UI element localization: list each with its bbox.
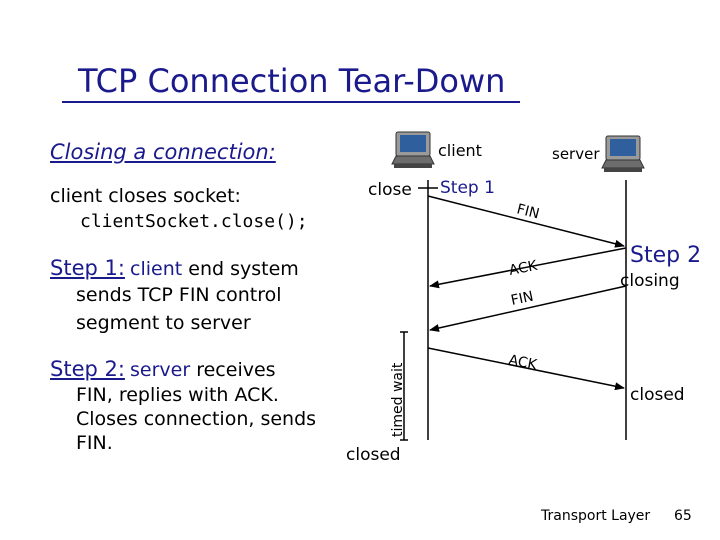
intro-line-1: client closes socket: (50, 185, 241, 207)
step2-line-1: Step 2: server receives (50, 357, 276, 381)
step2-line-1-rest: receives (190, 359, 276, 381)
footer-text: Transport Layer (541, 508, 651, 524)
message-label-3: FIN (510, 289, 535, 309)
client-label: client (438, 141, 482, 160)
page-number: 65 (674, 508, 692, 524)
slide-title: TCP Connection Tear-Down (78, 62, 506, 100)
step1-line-1: Step 1: client end system (50, 256, 299, 280)
title-underline (62, 101, 520, 103)
message-label-4: ACK (507, 352, 539, 373)
subheading: Closing a connection: (50, 140, 276, 164)
step1-line-2: sends TCP FIN control (76, 284, 282, 306)
step2-line-3: Closes connection, sends (76, 408, 317, 430)
server-computer-icon (601, 135, 645, 172)
client-closed-label: closed (346, 445, 401, 465)
step1-tag: Step 1 (440, 178, 495, 198)
client-computer-icon (391, 131, 435, 168)
step2-line-4: FIN. (76, 432, 113, 454)
server-label: server (552, 145, 600, 163)
step2-line-2: FIN, replies with ACK. (76, 384, 279, 406)
intro-code-line: clientSocket.close(); (80, 211, 308, 232)
step2-label: Step 2: (50, 357, 125, 381)
message-label-2: ACK (508, 258, 540, 279)
step1-line-1-rest: end system (182, 258, 299, 280)
close-label: close (368, 180, 412, 200)
step1-label: Step 1: (50, 256, 125, 280)
timed-wait-label: timed wait (390, 362, 406, 437)
ack-arrow-1 (429, 247, 627, 289)
step1-actor: client (130, 258, 183, 280)
fin-arrow-2 (429, 285, 627, 332)
ack-arrow-2 (427, 347, 625, 391)
fin-arrow-1 (427, 195, 625, 248)
message-label-1: FIN (515, 201, 541, 222)
step2-actor: server (130, 359, 191, 381)
closing-label: closing (620, 271, 680, 291)
server-closed-label: closed (630, 385, 685, 405)
step1-line-3: segment to server (76, 312, 251, 334)
step2-tag: Step 2 (630, 243, 701, 268)
